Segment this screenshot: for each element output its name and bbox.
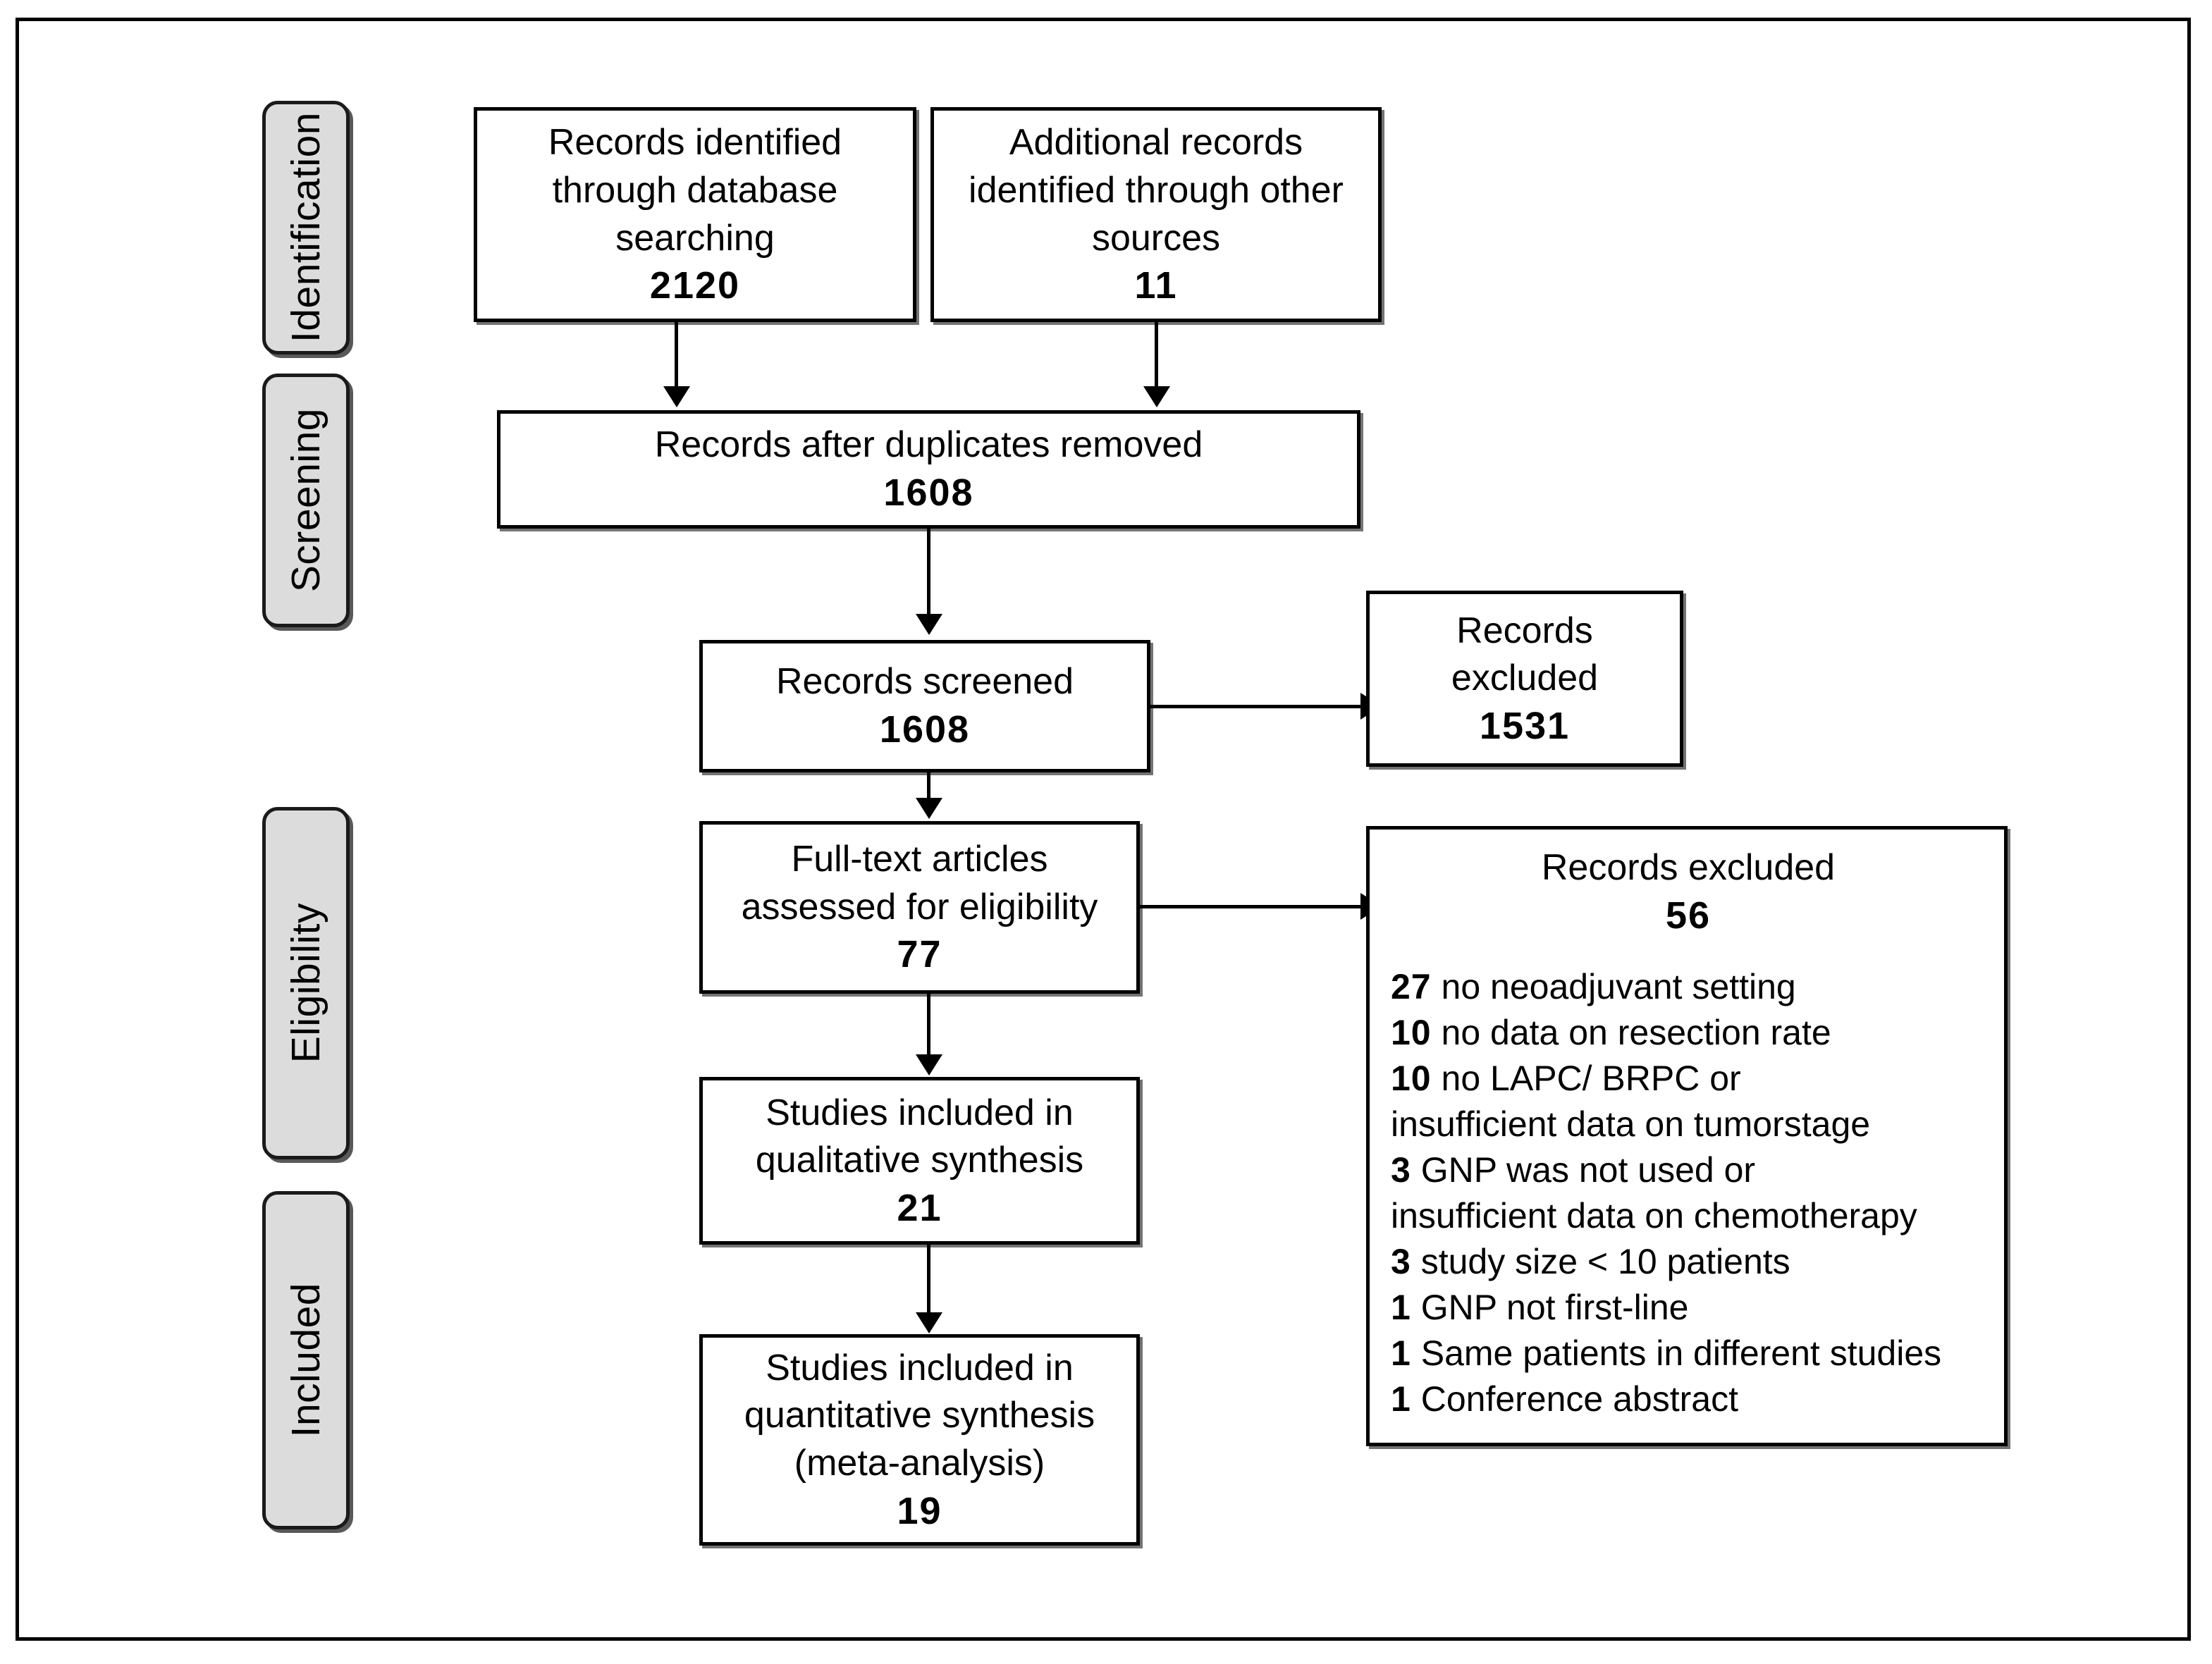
box-quantitative-synthesis-line3: (meta-analysis) [794, 1443, 1045, 1484]
exclusion-reason-text: study size < 10 patients [1420, 1242, 1790, 1282]
box-records-excluded-screening-line2: excluded [1451, 658, 1599, 699]
exclusion-reason-text: GNP not first-line [1420, 1288, 1689, 1328]
box-records-identified-database-line3: searching [615, 217, 775, 259]
exclusion-reason-text: Same patients in different studies [1420, 1333, 1942, 1374]
exclusion-reason-text: no neoadjuvant setting [1441, 967, 1796, 1007]
exclusion-reason-count: 27 [1391, 967, 1432, 1007]
arrow-duplicates-to-screened [916, 614, 942, 635]
box-records-identified-database: Records identified through database sear… [474, 107, 916, 322]
exclusion-reason-row: 1 Conference abstract [1391, 1376, 1986, 1422]
box-additional-records-other-sources-line2: identified through other [969, 169, 1344, 211]
connector-qualitative-to-quantitative [927, 1245, 930, 1315]
box-records-excluded-screening: Records excluded 1531 [1366, 591, 1683, 767]
box-fulltext-assessed-count: 77 [897, 933, 942, 976]
box-qualitative-synthesis-line1: Studies included in [766, 1092, 1074, 1133]
exclusion-reason-count: 1 [1391, 1379, 1411, 1419]
stage-tab-eligibility-label: Eligibility [283, 903, 328, 1064]
box-fulltext-assessed: Full-text articles assessed for eligibil… [699, 821, 1140, 994]
exclusion-reason-row: 10 no data on resection rate [1391, 1010, 1986, 1056]
exclusion-reason-text: no LAPC/ BRPC or [1441, 1059, 1741, 1099]
exclusion-reason-text: Conference abstract [1420, 1379, 1738, 1419]
box-records-identified-database-count: 2120 [649, 264, 741, 307]
arrow-db-search-to-duplicates [663, 386, 690, 407]
box-qualitative-synthesis-count: 21 [897, 1186, 942, 1229]
box-records-excluded-screening-line1: Records [1456, 610, 1593, 651]
exclusion-reason-count: 3 [1391, 1242, 1411, 1282]
stage-tab-identification: Identification [262, 101, 350, 355]
box-additional-records-other-sources: Additional records identified through ot… [930, 107, 1382, 322]
stage-tab-included-label: Included [283, 1283, 328, 1438]
exclusion-reason-row: 27 no neoadjuvant setting [1391, 964, 1986, 1010]
arrow-other-sources-to-duplicates [1143, 386, 1170, 407]
exclusion-reason-row: 3 study size < 10 patients [1391, 1239, 1986, 1285]
box-records-identified-database-line2: through database [552, 169, 838, 211]
arrow-fulltext-to-qualitative [916, 1054, 942, 1076]
box-additional-records-other-sources-count: 11 [1134, 264, 1178, 307]
box-records-screened-line1: Records screened [776, 661, 1074, 703]
connector-duplicates-to-screened [927, 529, 930, 617]
stage-tab-screening-label: Screening [283, 408, 328, 593]
exclusion-reason-row: 1 GNP not first-line [1391, 1285, 1986, 1331]
connector-fulltext-to-qualitative [927, 994, 930, 1057]
box-records-excluded-fulltext-count: 56 [1665, 894, 1712, 937]
box-quantitative-synthesis-line1: Studies included in [766, 1347, 1074, 1388]
exclusion-reason-row: 1 Same patients in different studies [1391, 1331, 1986, 1376]
exclusion-reason-count: 10 [1391, 1059, 1432, 1099]
box-records-after-duplicates-removed-count: 1608 [883, 472, 974, 514]
stage-tab-included: Included [262, 1191, 350, 1529]
box-records-excluded-fulltext: Records excluded 56 27 no neoadjuvant se… [1366, 826, 2008, 1446]
box-records-excluded-fulltext-heading: Records excluded [1541, 847, 1836, 888]
box-quantitative-synthesis-count: 19 [897, 1489, 942, 1532]
box-records-identified-database-line1: Records identified [548, 122, 842, 164]
exclusion-reason-continuation: insufficient data on chemotherapy [1391, 1196, 1917, 1236]
exclusion-reason-count: 1 [1391, 1288, 1411, 1328]
connector-fulltext-to-excluded [1140, 905, 1366, 908]
exclusion-reason-continuation: insufficient data on tumorstage [1391, 1104, 1871, 1145]
box-records-after-duplicates-removed: Records after duplicates removed 1608 [497, 410, 1360, 529]
exclusion-reason-row: 3 GNP was not used or [1391, 1147, 1986, 1193]
connector-db-search-to-duplicates [675, 322, 678, 389]
stage-tab-eligibility: Eligibility [262, 807, 350, 1159]
box-quantitative-synthesis: Studies included in quantitative synthes… [699, 1334, 1140, 1546]
exclusion-reason-row: 10 no LAPC/ BRPC or [1391, 1056, 1986, 1102]
box-qualitative-synthesis-line2: qualitative synthesis [755, 1140, 1084, 1181]
box-additional-records-other-sources-line3: sources [1091, 217, 1221, 259]
exclusion-reason-count: 3 [1391, 1150, 1411, 1190]
connector-screened-to-excluded [1150, 705, 1366, 708]
stage-tab-identification-label: Identification [283, 112, 328, 343]
box-records-screened-count: 1608 [879, 708, 971, 751]
box-quantitative-synthesis-line2: quantitative synthesis [744, 1395, 1095, 1436]
arrow-qualitative-to-quantitative [916, 1312, 942, 1333]
box-fulltext-assessed-line2: assessed for eligibility [741, 886, 1098, 927]
connector-screened-to-fulltext [927, 772, 930, 801]
exclusion-reason-count: 1 [1391, 1333, 1411, 1374]
box-records-after-duplicates-removed-line1: Records after duplicates removed [654, 424, 1203, 466]
box-fulltext-assessed-line1: Full-text articles [791, 839, 1048, 880]
arrow-screened-to-fulltext [916, 798, 942, 819]
box-additional-records-other-sources-line1: Additional records [1009, 122, 1303, 164]
exclusion-reason-count: 10 [1391, 1013, 1432, 1053]
box-records-screened: Records screened 1608 [699, 640, 1150, 772]
connector-other-sources-to-duplicates [1155, 322, 1158, 389]
box-qualitative-synthesis: Studies included in qualitative synthesi… [699, 1077, 1140, 1245]
exclusion-reason-text: no data on resection rate [1441, 1013, 1831, 1053]
box-records-excluded-screening-count: 1531 [1479, 704, 1571, 747]
exclusion-reason-text: GNP was not used or [1420, 1150, 1756, 1190]
stage-tab-screening: Screening [262, 374, 350, 627]
